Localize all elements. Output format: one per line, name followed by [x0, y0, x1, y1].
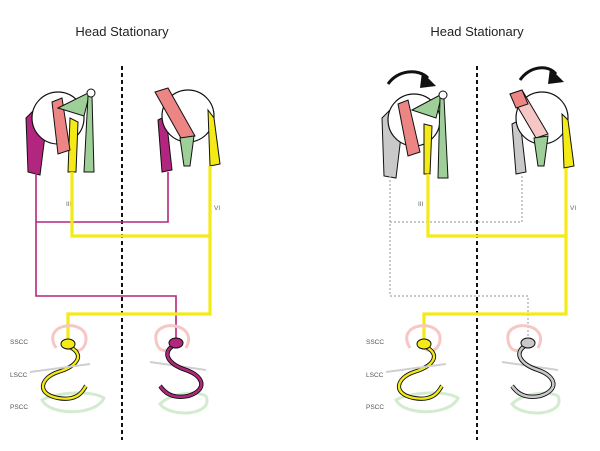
right-canals-left: [149, 324, 209, 415]
right-dotted-branch: [390, 174, 523, 223]
right-yellow-pathway: [426, 168, 568, 238]
left-yellow-descend: [66, 236, 212, 342]
left-eye-medial-rectus-r: [423, 123, 433, 175]
left-canal-lsc-yellow-r: [396, 344, 444, 401]
right-yellow-descend: [422, 236, 568, 342]
left-canal-lsc-yellow: [40, 344, 88, 401]
right-eye-green-muscle-r: [533, 135, 549, 167]
right-eye-left: [154, 87, 221, 173]
right-label-sscc: SSCC: [366, 339, 384, 346]
left-label-sscc: SSCC: [10, 339, 28, 346]
right-eye-lateral-rectus: [207, 108, 221, 167]
left-canals-left: [29, 324, 106, 414]
curved-arrow-icon: [386, 70, 436, 88]
right-canals-right: [501, 324, 561, 415]
right-eye-red-muscle: [154, 87, 196, 141]
left-eye-medial-rectus: [67, 117, 79, 173]
right-ampulla: [168, 337, 184, 349]
left-panel-title: Head Stationary: [75, 24, 169, 39]
left-yellow-pathway: [70, 166, 212, 238]
left-magenta-branch: [36, 172, 169, 223]
right-label-III: III: [418, 201, 424, 208]
left-magenta-pathway: [35, 172, 177, 342]
left-canal-lateral-gray-r: [385, 363, 447, 373]
left-eye-green-muscle: [56, 91, 91, 117]
right-label-VI: VI: [570, 205, 576, 212]
right-label-lscc: LSCC: [366, 372, 384, 379]
left-eye-green-tendon-r: [437, 97, 449, 179]
left-eye-red-muscle: [51, 97, 71, 155]
right-eye-right: [509, 89, 575, 175]
right-canal-lsc-magenta-fill: [159, 342, 203, 399]
left-eye-right: [381, 90, 449, 179]
right-eye-lateral-rectus-r: [561, 112, 575, 169]
right-panel-title: Head Stationary: [430, 24, 524, 39]
right-eye-green-muscle: [179, 135, 195, 167]
left-eye-trochlea: [86, 88, 96, 98]
left-eye-green-muscle-r: [410, 93, 443, 119]
left-canal-lateral-gray: [29, 363, 91, 373]
left-label-pscc: PSCC: [10, 404, 28, 411]
right-canal-lsc-magenta: [158, 342, 204, 399]
left-canal-lsc-yellow-fill-r: [397, 344, 443, 400]
left-eye-trochlea-r: [438, 90, 448, 100]
right-canal-lsc-gray-fill-r: [511, 342, 555, 399]
left-label-VI: VI: [214, 205, 220, 212]
curved-arrow-icon: [518, 66, 564, 84]
right-dotted-pathway: [389, 176, 529, 342]
left-label-III: III: [66, 201, 72, 208]
left-panel: Head Stationary III VI: [10, 24, 221, 440]
left-ampulla: [60, 338, 76, 350]
left-label-lscc: LSCC: [10, 372, 28, 379]
left-eye-left: [25, 88, 96, 176]
left-canal-psc-r: [394, 391, 460, 414]
left-canal-lsc-yellow-fill: [41, 344, 87, 400]
right-panel: Head Stationary: [366, 24, 576, 440]
right-canal-lsc-gray-r: [510, 342, 556, 399]
right-ampulla-r: [520, 337, 536, 349]
left-canal-psc: [40, 391, 106, 414]
left-canals-right: [385, 324, 460, 414]
left-ampulla-r: [416, 338, 432, 350]
left-eye-red-muscle-r: [397, 99, 421, 157]
right-eye-red-muscle-r-dark: [509, 89, 529, 109]
right-label-pscc: PSCC: [366, 404, 384, 411]
